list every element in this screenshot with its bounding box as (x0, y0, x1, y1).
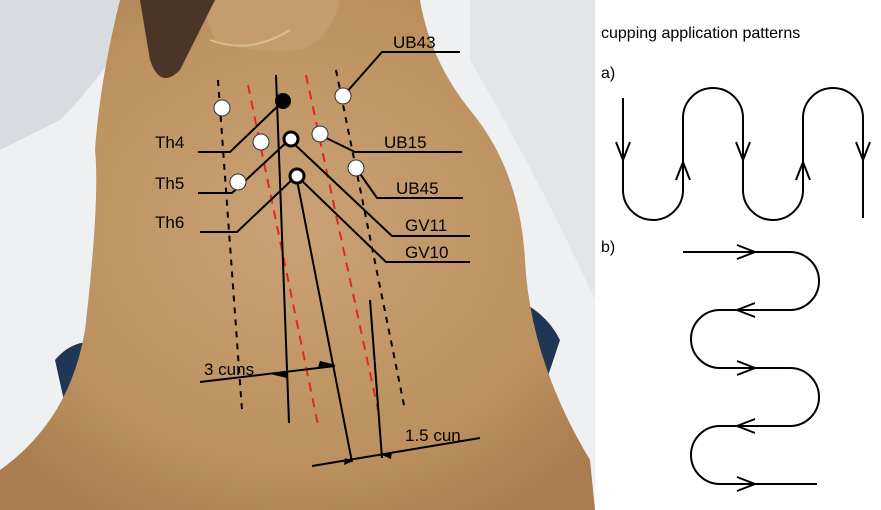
label-ub15: UB15 (384, 133, 427, 152)
label-th5: Th5 (155, 174, 184, 193)
label-ub43: UB43 (393, 33, 436, 52)
back-photo-panel: UB43 Th4 UB15 Th5 UB45 Th6 GV11 GV10 3 c… (0, 0, 595, 510)
label-one-half-cun: 1.5 cun (405, 426, 461, 445)
pattern-a-path (623, 88, 863, 220)
acupoint-th4-black (275, 93, 291, 109)
label-gv10: GV10 (405, 243, 448, 262)
acupoint-th5-left (253, 134, 269, 150)
pattern-b-label: b) (601, 239, 615, 256)
acupoint-ub15 (312, 126, 328, 142)
acupoint-ub45 (348, 160, 364, 176)
acupoint-ub43 (335, 88, 351, 104)
label-ub45: UB45 (396, 179, 439, 198)
acupoint-gv10 (290, 169, 304, 183)
label-th6: Th6 (155, 213, 184, 232)
acupoint-th6-left (230, 174, 246, 190)
label-three-cuns: 3 cuns (204, 360, 254, 379)
patterns-panel: cupping application patterns a) b) (595, 0, 881, 510)
pattern-a-label: a) (601, 65, 615, 82)
pattern-b-path (683, 252, 819, 484)
pattern-a (616, 88, 870, 220)
pattern-b (683, 245, 819, 491)
acupoint-upper-left (214, 100, 230, 116)
label-th4: Th4 (155, 133, 184, 152)
label-gv11: GV11 (405, 216, 447, 235)
acupoint-gv11 (284, 132, 298, 146)
patterns-title: cupping application patterns (601, 25, 800, 42)
